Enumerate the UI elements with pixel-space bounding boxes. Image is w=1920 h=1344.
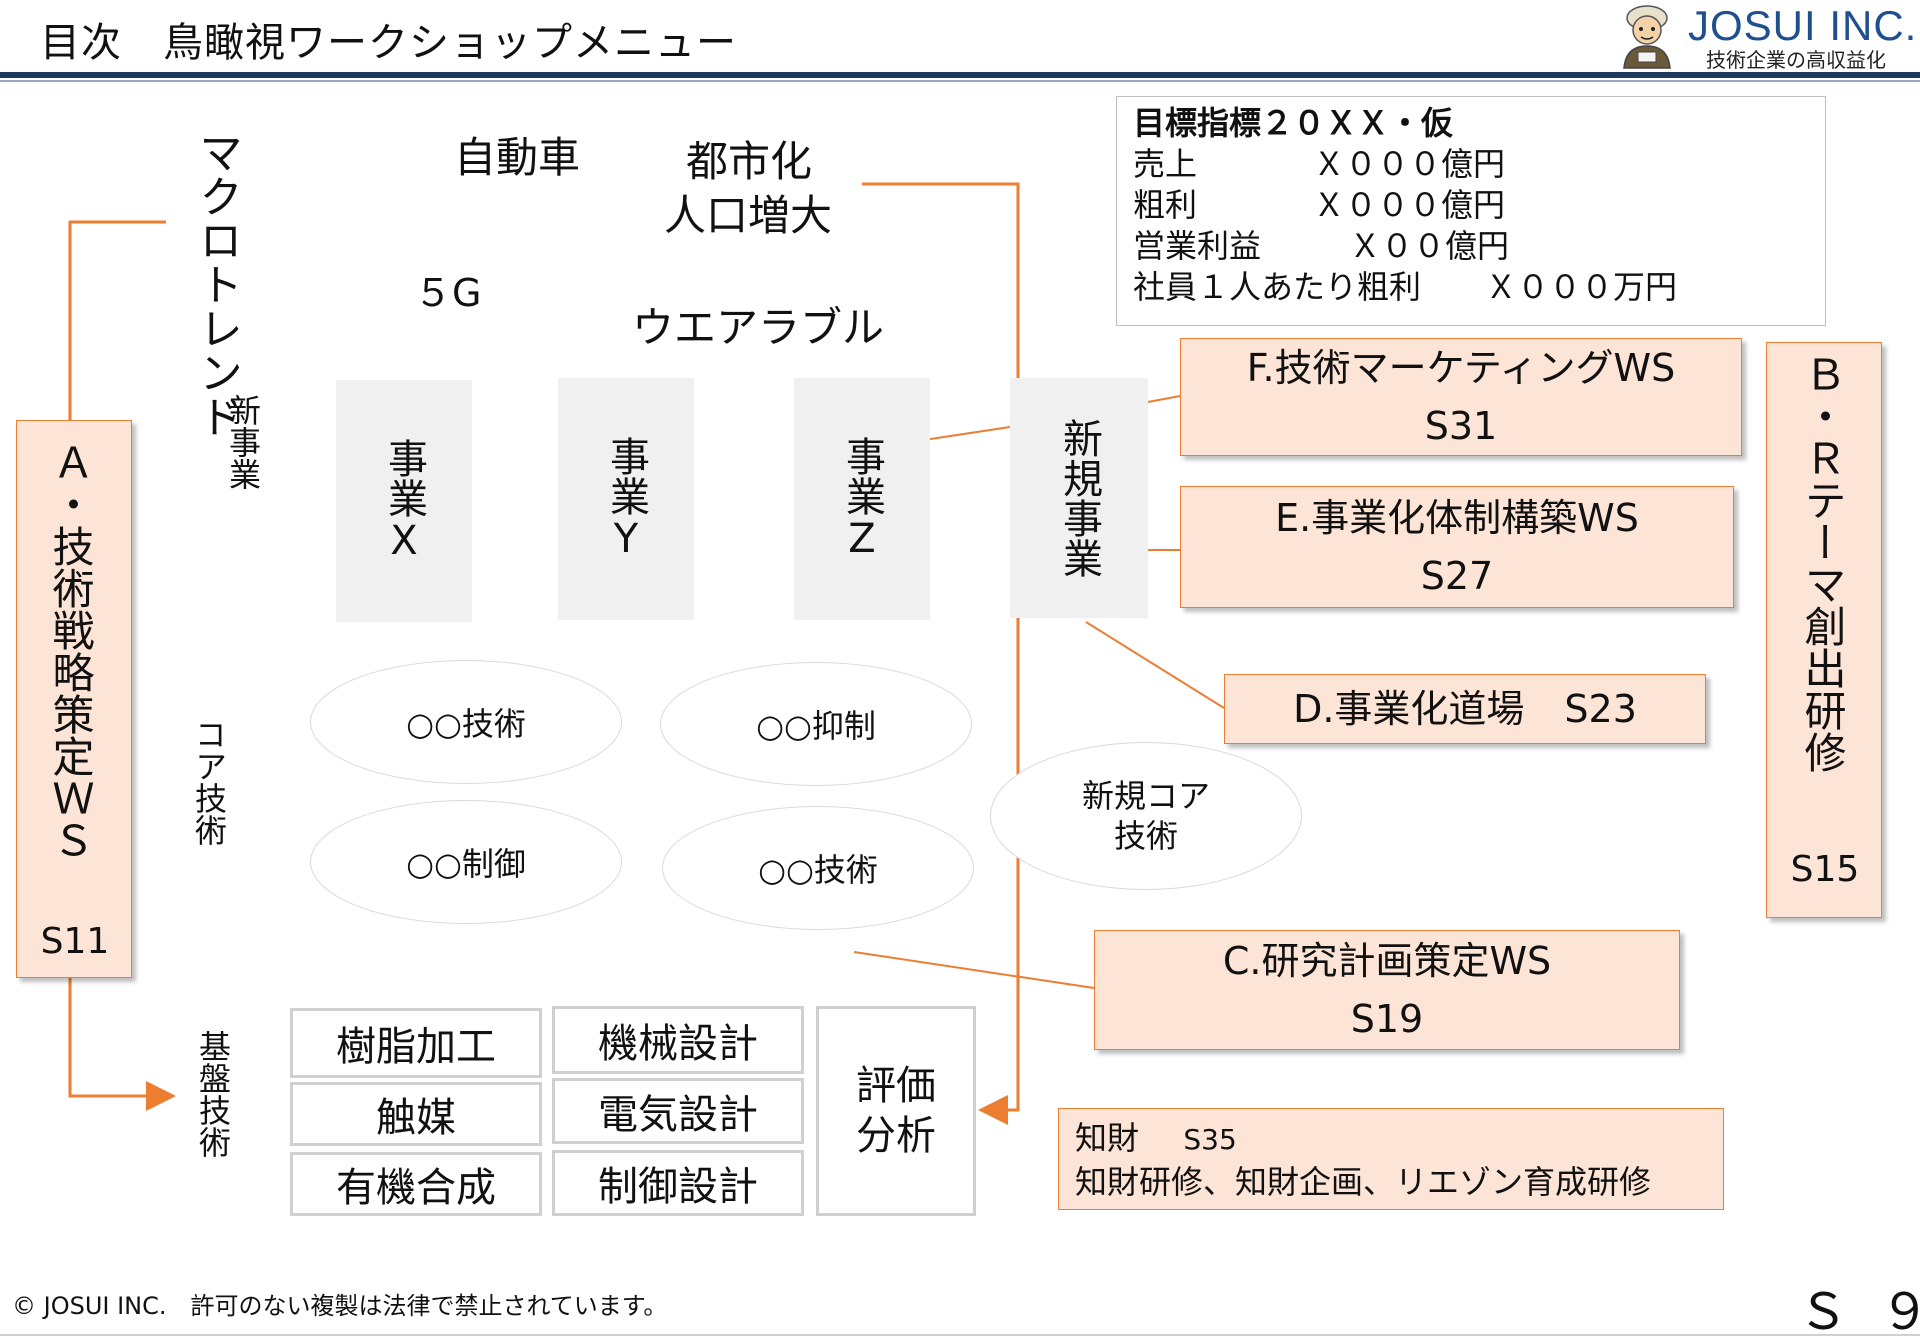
workshop-f-code: S31	[1424, 404, 1498, 448]
header-divider	[0, 72, 1920, 78]
workshop-c-box[interactable]: C.研究計画策定WS S19	[1094, 930, 1680, 1050]
target-metrics-title: 目標指標２０ＸＸ・仮	[1133, 104, 1454, 142]
new-core-tech-oval: 新規コア 技術	[990, 742, 1302, 890]
business-column-y: 事業Y	[558, 378, 694, 620]
workshop-a-code: S11	[40, 921, 110, 962]
workshop-d-label: D.事業化道場	[1293, 687, 1525, 731]
trend-population-growth: 人口増大	[664, 191, 833, 240]
macro-trend-label: マクロトレンド	[191, 130, 242, 438]
trend-5g: ５G	[414, 271, 482, 315]
company-tagline: 技術企業の高収益化	[1706, 48, 1886, 72]
workshop-b-label: Ｂ・Ｒテーマ創出研修	[1798, 353, 1847, 773]
company-logo-text: JOSUI INC.	[1688, 2, 1918, 49]
workshop-b-code: S15	[1790, 849, 1860, 890]
core-tech-oval: ○○抑制	[660, 662, 972, 786]
workshop-c-code: S19	[1350, 997, 1424, 1041]
base-tech-box: 触媒	[290, 1082, 542, 1146]
workshop-a-label: Ａ・技術戦略策定ＷＳ	[46, 441, 95, 861]
core-tech-oval: ○○技術	[310, 660, 622, 784]
ip-detail: 知財研修、知財企画、リエゾン育成研修	[1075, 1163, 1652, 1201]
workshop-b-box[interactable]: Ｂ・Ｒテーマ創出研修 S15	[1766, 342, 1882, 918]
footer-divider	[0, 1334, 1920, 1336]
trend-automotive: 自動車	[454, 133, 581, 182]
section-label-core-tech: コア技術	[190, 718, 228, 846]
page-title: 目次 鳥瞰視ワークショップメニュー	[40, 20, 737, 66]
workshop-f-label: F.技術マーケティングWS	[1246, 346, 1676, 390]
workshop-f-box[interactable]: F.技術マーケティングWS S31	[1180, 338, 1742, 456]
base-tech-box: 制御設計	[552, 1150, 804, 1216]
copyright-notice: © JOSUI INC. 許可のない複製は法律で禁止されています。	[12, 1292, 668, 1320]
trend-wearable: ウエアラブル	[632, 303, 885, 352]
ip-title: 知財	[1075, 1119, 1140, 1157]
new-venture-box: 新規事業	[1010, 378, 1148, 618]
base-tech-box: 有機合成	[290, 1152, 542, 1216]
ip-training-box[interactable]: 知財 S35 知財研修、知財企画、リエゾン育成研修	[1058, 1108, 1724, 1210]
business-column-z: 事業Z	[794, 378, 930, 620]
core-tech-oval: ○○技術	[662, 806, 974, 930]
business-column-x: 事業X	[336, 380, 472, 622]
workshop-d-code: S23	[1564, 687, 1637, 731]
workshop-c-label: C.研究計画策定WS	[1222, 939, 1552, 983]
workshop-e-box[interactable]: E.事業化体制構築WS S27	[1180, 486, 1734, 608]
evaluation-analysis-box: 評価 分析	[816, 1006, 976, 1216]
workshop-e-label: E.事業化体制構築WS	[1275, 496, 1639, 540]
mascot-logo-icon	[1623, 5, 1671, 69]
ip-code: S35	[1183, 1123, 1237, 1156]
d-connector	[1085, 621, 1225, 709]
base-tech-box: 電気設計	[552, 1078, 804, 1144]
base-tech-box: 樹脂加工	[290, 1008, 542, 1078]
c-connector	[853, 951, 1095, 989]
f-connector-2	[1147, 395, 1181, 403]
new-venture-arrow	[862, 182, 1020, 1125]
trend-urbanization: 都市化	[686, 137, 813, 186]
section-label-base-tech: 基盤技術	[194, 1030, 232, 1158]
workshop-d-box[interactable]: D.事業化道場 S23	[1224, 674, 1706, 744]
base-tech-box: 機械設計	[552, 1006, 804, 1074]
workshop-a-box[interactable]: Ａ・技術戦略策定ＷＳ S11	[16, 420, 132, 978]
workshop-e-code: S27	[1420, 554, 1494, 598]
page-number: Ｓ ９	[1798, 1283, 1920, 1341]
core-tech-oval: ○○制御	[310, 800, 622, 924]
section-label-new-business: 新事業	[224, 394, 262, 490]
header-divider-thin	[0, 80, 1920, 82]
